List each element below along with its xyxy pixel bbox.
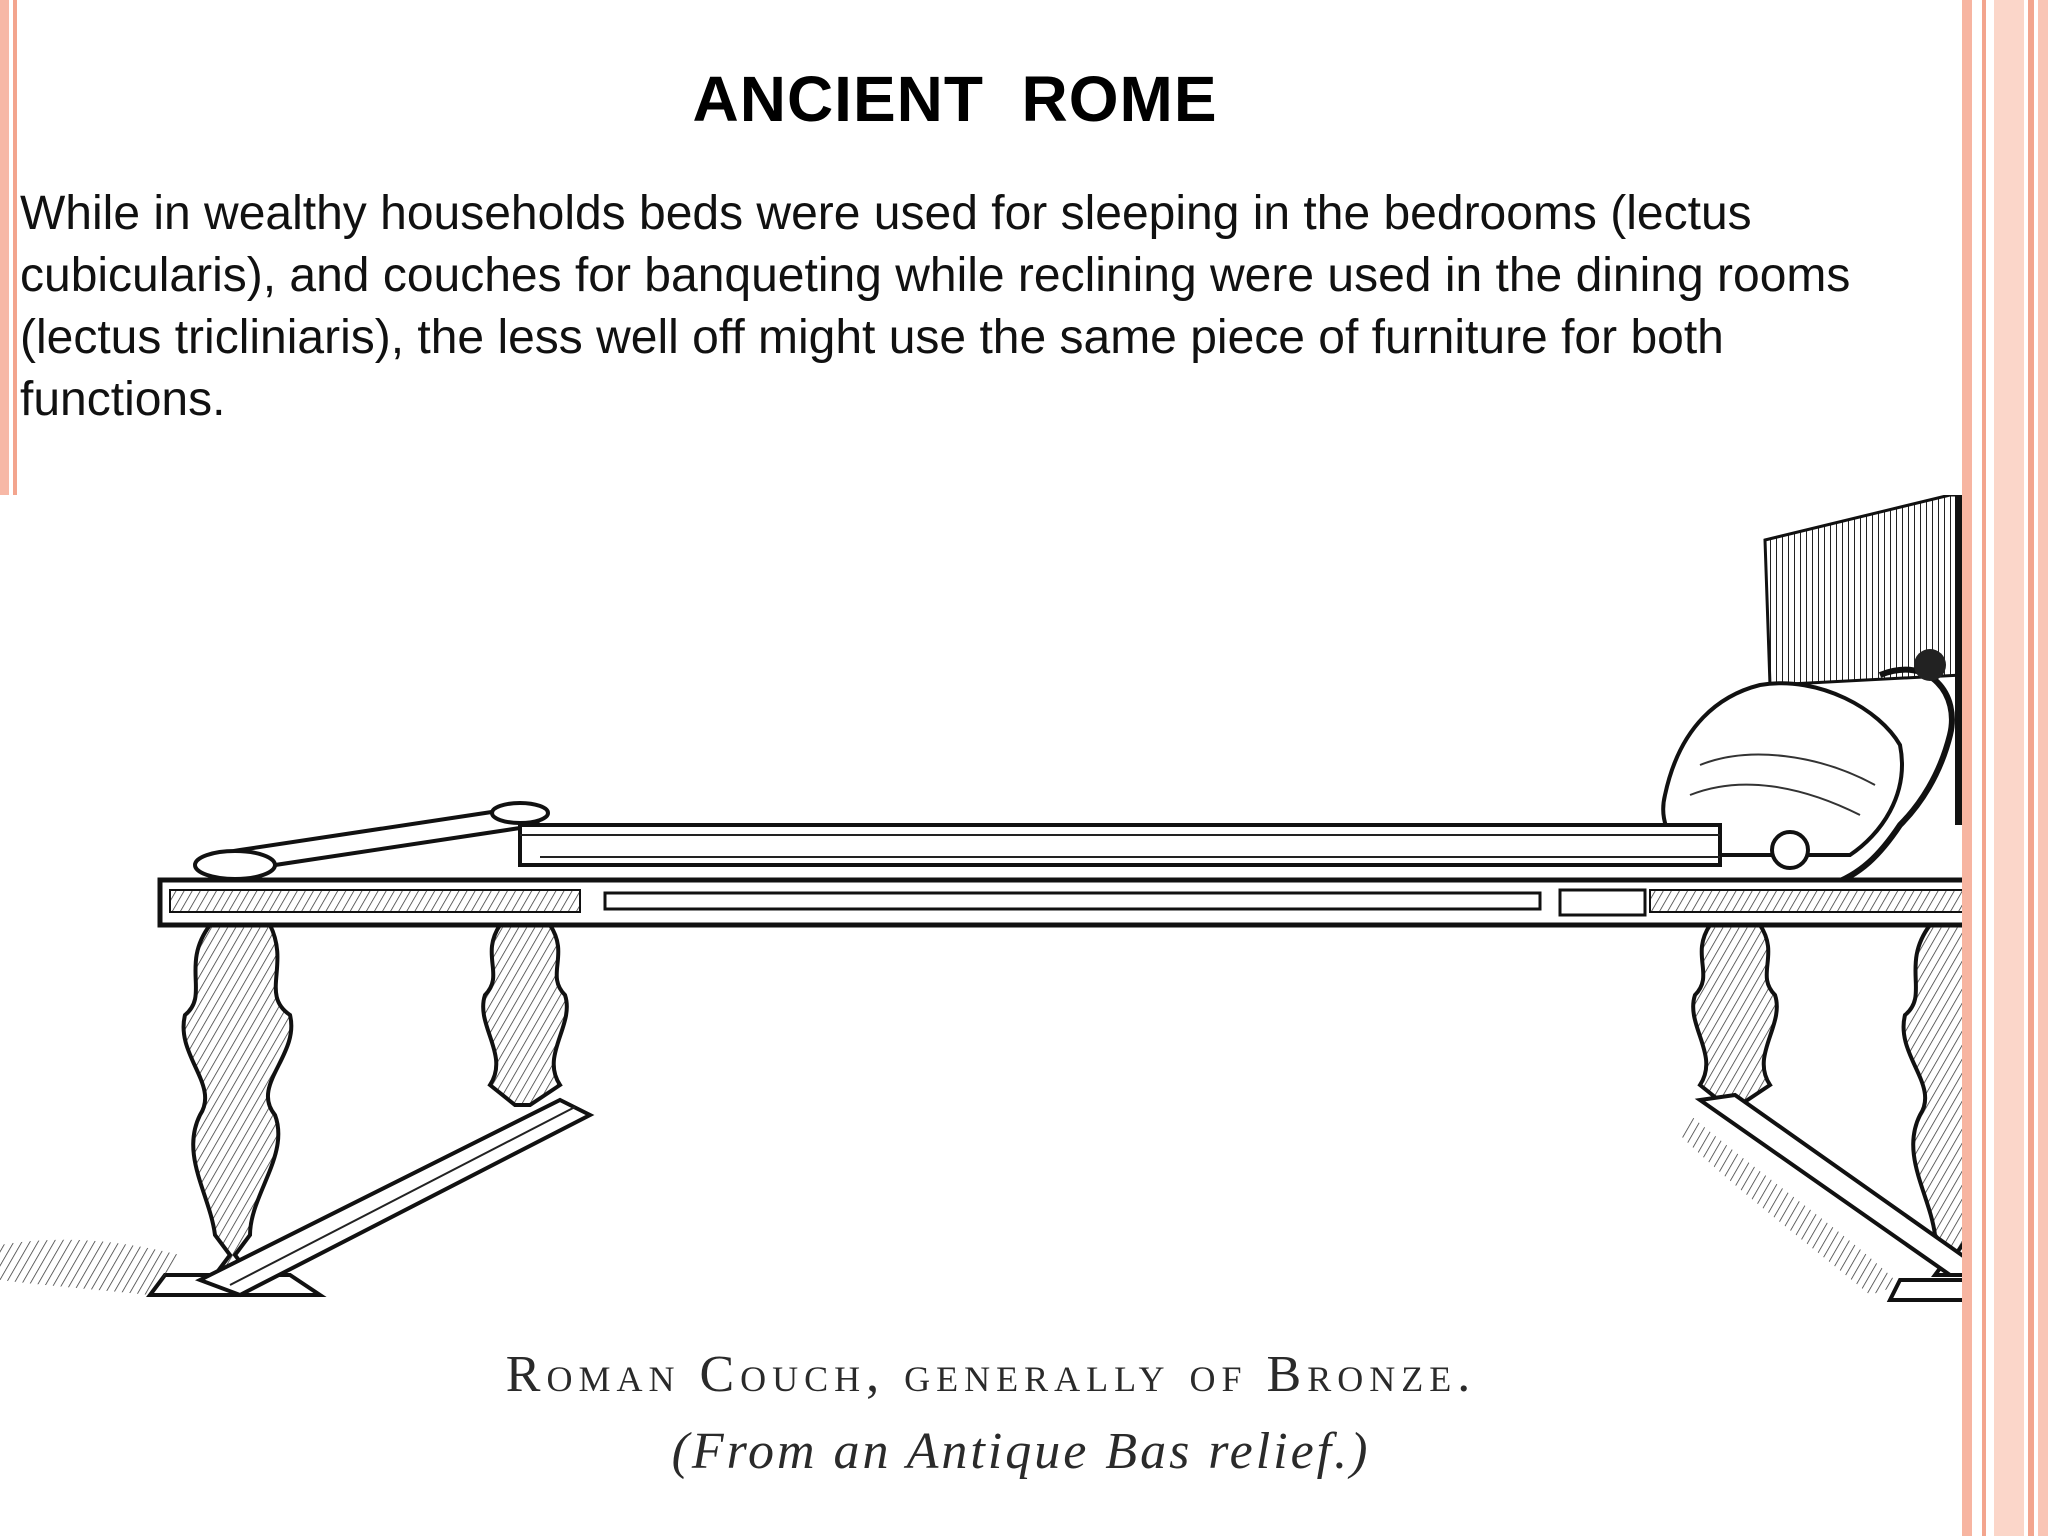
left-decor-stripe-thin — [13, 0, 17, 495]
roman-couch-illustration — [0, 495, 1962, 1500]
right-stripe — [2038, 0, 2048, 1536]
slide-body-text: While in wealthy households beds were us… — [20, 187, 1851, 426]
couch-pillow — [1661, 649, 1955, 888]
couch-leg-back-right — [1691, 923, 1779, 1107]
right-decor-band — [1958, 0, 2048, 1536]
couch-leg-front-left — [146, 923, 327, 1297]
right-stripe — [1994, 0, 2024, 1536]
couch-frame — [157, 877, 1962, 928]
right-stripe — [1962, 0, 1972, 1536]
couch-leg-front-right — [1901, 923, 1962, 1277]
illustration-caption-source: (From an Antique Bas relief.) — [671, 1423, 1371, 1480]
couch-base-left — [0, 1097, 595, 1298]
couch-headboard — [1763, 495, 1962, 825]
illustration-caption: Roman Couch, generally of Bronze. — [505, 1346, 1477, 1403]
slide-title: ANCIENT ROME — [692, 63, 1218, 135]
right-stripe — [2028, 0, 2034, 1536]
couch-mattress — [193, 801, 1722, 881]
couch-base-right — [1680, 1092, 1962, 1302]
left-decor-stripe — [0, 0, 9, 495]
right-stripe — [1982, 0, 1986, 1536]
couch-leg-back-left — [481, 923, 569, 1107]
couch-engraving-svg — [0, 495, 1962, 1302]
